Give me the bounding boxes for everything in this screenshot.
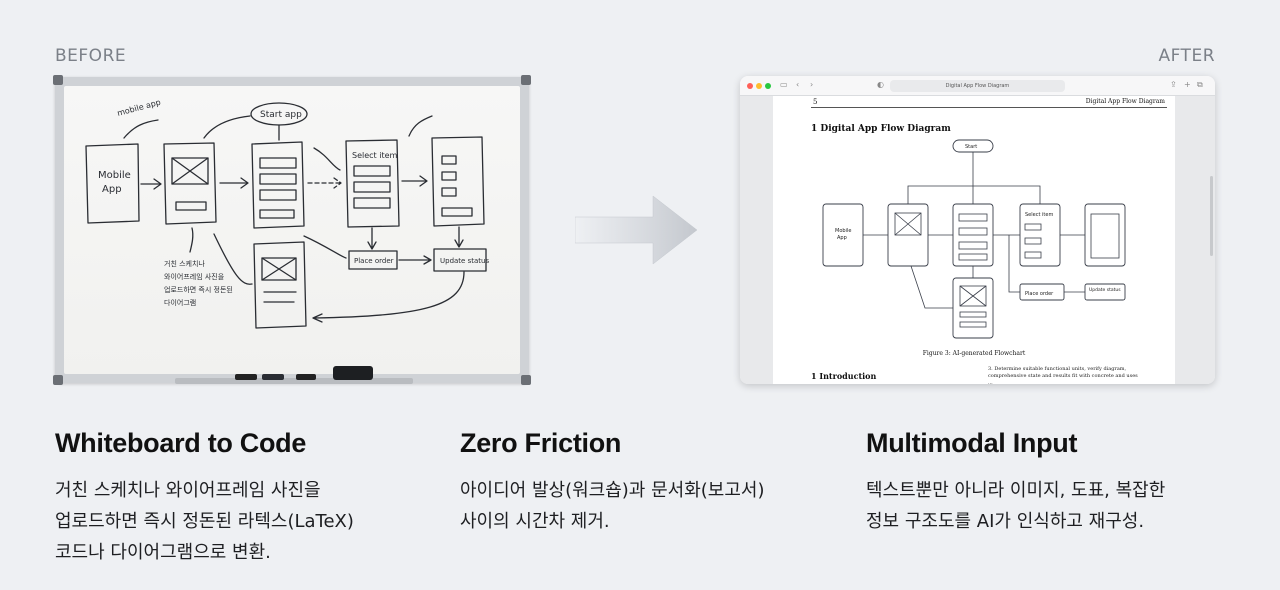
before-label: BEFORE <box>55 46 127 66</box>
wb-start-app: Start app <box>260 110 302 120</box>
tabs-overview-icon[interactable]: ⧉ <box>1197 80 1203 89</box>
figure-caption: Figure 3: AI-generated Flowchart <box>922 350 1026 357</box>
marker <box>296 374 316 380</box>
svg-text:App: App <box>102 184 122 195</box>
diagram-place-order: Place order <box>1025 291 1054 297</box>
feature-title: Zero Friction <box>460 428 622 458</box>
wb-select-item: Select item <box>352 151 398 160</box>
whiteboard-tray <box>175 378 413 384</box>
intro-title: 1 Introduction <box>811 371 877 381</box>
wb-mobile-app-label: Mobile <box>98 170 131 181</box>
diagram-update-status: Update status <box>1089 287 1121 293</box>
feature-column-zero-friction: Zero Friction 아이디어 발상(워크숍)과 문서화(보고서) 사이의… <box>460 428 830 537</box>
feature-description: 거친 스케치나 와이어프레임 사진을 업로드하면 즉시 정돈된 라텍스(LaTe… <box>55 480 354 563</box>
whiteboard-photo: Mobile App mobile app Start app Select i… <box>53 75 531 385</box>
after-label: AFTER <box>1158 46 1215 66</box>
shield-icon: ◐ <box>877 80 884 89</box>
share-icon[interactable]: ⇪ <box>1170 80 1177 89</box>
section-title: 1 Digital App Flow Diagram <box>811 124 951 134</box>
feature-column-whiteboard: Whiteboard to Code 거친 스케치나 와이어프레임 사진을 업로… <box>55 428 425 568</box>
browser-toolbar: ▭ ‹ › ◐ Digital App Flow Diagram ⇪ + ⧉ <box>740 76 1215 96</box>
minimize-window-icon[interactable] <box>756 83 762 89</box>
page-header: Digital App Flow Diagram <box>1085 98 1165 105</box>
back-icon[interactable]: ‹ <box>796 80 800 89</box>
feature-column-multimodal: Multimodal Input 텍스트뿐만 아니라 이미지, 도표, 복잡한 … <box>866 428 1236 537</box>
svg-text:다이어그램: 다이어그램 <box>164 298 196 307</box>
diagram-start: Start <box>965 144 977 150</box>
svg-text:App: App <box>837 235 847 241</box>
diagram-select-item: Select item <box>1025 212 1053 218</box>
flow-diagram: Start Mobile App Select item Place order… <box>822 139 1126 339</box>
new-tab-icon[interactable]: + <box>1184 80 1191 89</box>
close-window-icon[interactable] <box>747 83 753 89</box>
wb-place-order: Place order <box>354 257 394 265</box>
svg-text:업로드하면 즉시 정돈된: 업로드하면 즉시 정돈된 <box>164 285 233 294</box>
svg-text:거친 스케치나: 거친 스케치나 <box>164 259 205 268</box>
maximize-window-icon[interactable] <box>765 83 771 89</box>
whiteboard-sketch: Mobile App mobile app Start app Select i… <box>85 98 489 329</box>
marker <box>262 374 284 380</box>
sidebar-toggle-icon[interactable]: ▭ <box>780 80 788 89</box>
document-viewer[interactable]: 5 Digital App Flow Diagram 1 Digital App… <box>740 96 1215 384</box>
transition-arrow-icon <box>575 195 698 265</box>
browser-window: ▭ ‹ › ◐ Digital App Flow Diagram ⇪ + ⧉ 5… <box>740 76 1215 384</box>
feature-description: 텍스트뿐만 아니라 이미지, 도표, 복잡한 정보 구조도를 AI가 인식하고 … <box>866 480 1166 532</box>
eraser <box>333 366 373 380</box>
intro-list-item: 3. Determine suitable functional units, … <box>988 366 1138 384</box>
svg-text:Mobile: Mobile <box>835 228 851 234</box>
feature-title: Whiteboard to Code <box>55 428 307 458</box>
feature-description: 아이디어 발상(워크숍)과 문서화(보고서) 사이의 시간차 제거. <box>460 480 765 532</box>
svg-text:와이어프레임 사진을: 와이어프레임 사진을 <box>164 272 225 281</box>
scrollbar[interactable] <box>1210 176 1213 256</box>
page-number: 5 <box>813 98 818 106</box>
feature-title: Multimodal Input <box>866 428 1078 458</box>
document-page: 5 Digital App Flow Diagram 1 Digital App… <box>773 96 1175 384</box>
forward-icon[interactable]: › <box>810 80 814 89</box>
wb-mobile-app-note: mobile app <box>116 98 162 118</box>
wb-update-status: Update status <box>440 257 489 265</box>
marker <box>235 374 257 380</box>
url-bar[interactable]: Digital App Flow Diagram <box>890 80 1065 92</box>
